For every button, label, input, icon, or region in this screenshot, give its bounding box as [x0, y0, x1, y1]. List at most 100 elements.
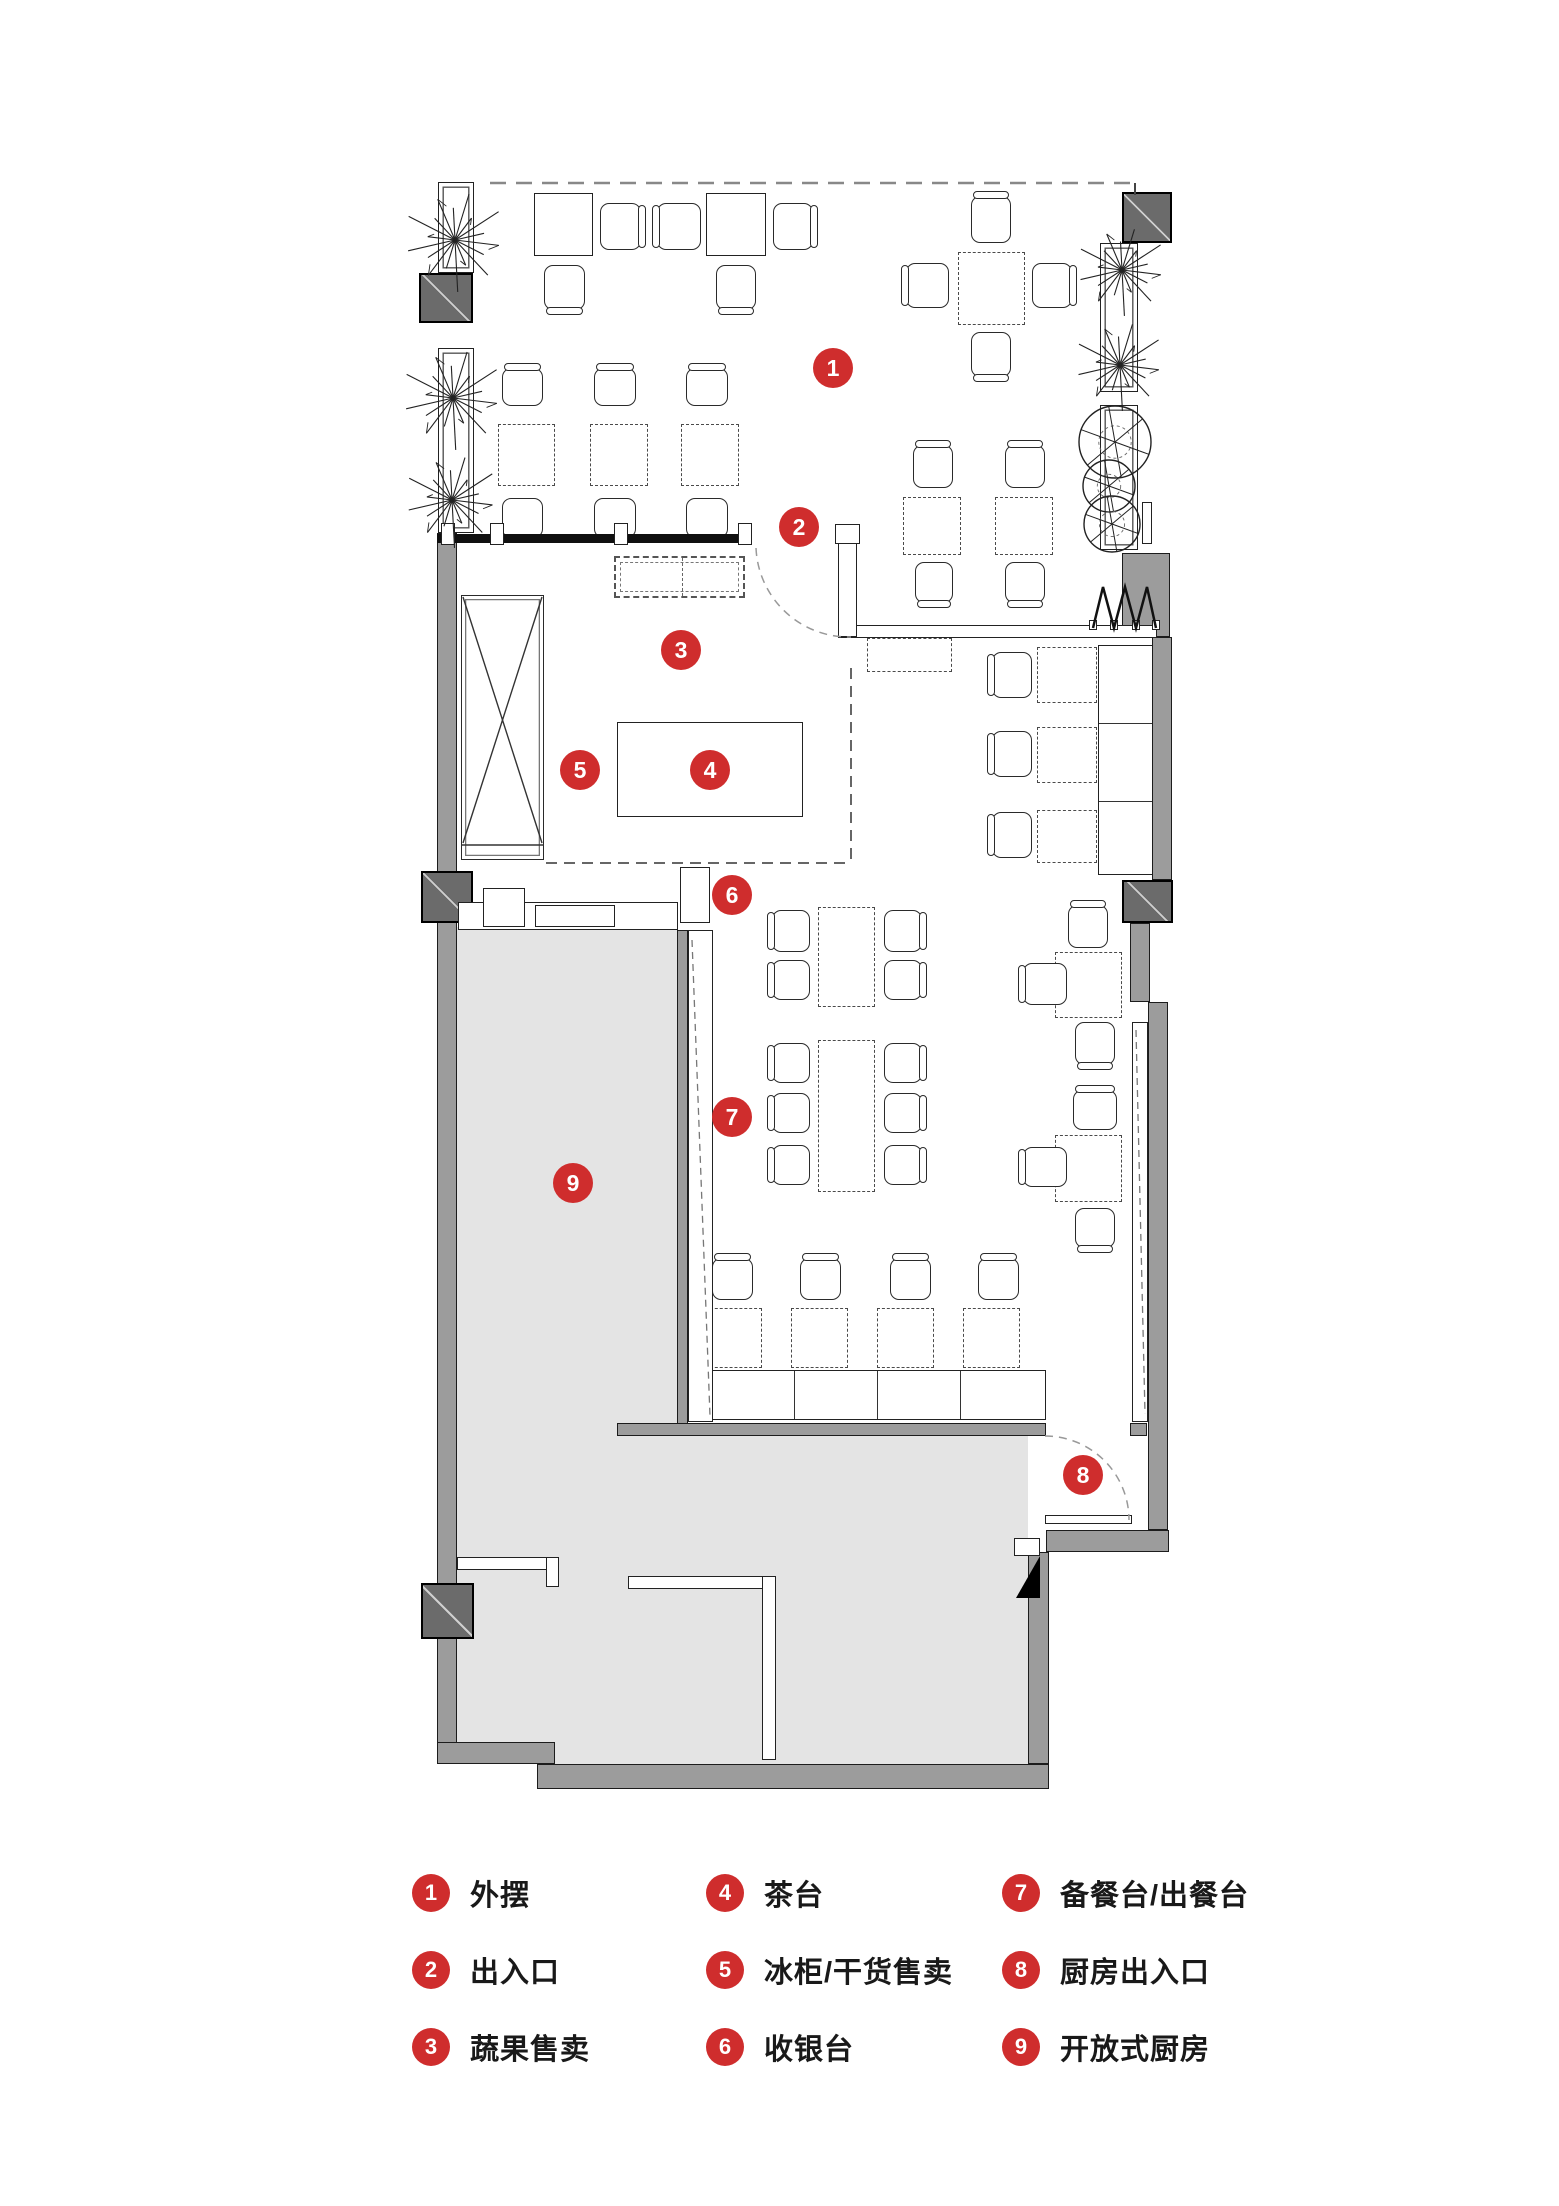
legend-label-7: 备餐台/出餐台 [1060, 1880, 1250, 1912]
dining-chair [884, 960, 927, 1000]
dining-chair [767, 1145, 810, 1185]
outdoor-table [958, 252, 1025, 325]
dining-chair [1068, 900, 1108, 948]
column-4 [1122, 880, 1173, 923]
outdoor-chair [971, 332, 1011, 382]
column-5 [421, 1583, 474, 1639]
terrace-chair [913, 440, 953, 488]
dining-chair [712, 1253, 753, 1300]
dining-chair [1018, 963, 1067, 1005]
legend-item-6: 6 收银台 [706, 2026, 854, 2068]
dining-chair [884, 910, 927, 952]
communal-table [818, 907, 875, 1007]
legend-number-6: 6 [706, 2028, 744, 2066]
wall-step [1046, 1530, 1169, 1552]
dining-chair [987, 812, 1032, 858]
dining-chair [767, 960, 810, 1000]
outdoor-chair [1032, 263, 1077, 308]
terrace-chair [1005, 562, 1045, 608]
wall-right-mid [1130, 923, 1150, 1002]
dining-chair [884, 1043, 927, 1083]
kitchen-partition [546, 1557, 559, 1587]
outdoor-chair [716, 265, 756, 315]
terrace-table [903, 497, 961, 555]
dining-table [877, 1308, 934, 1368]
legend-label-1: 外摆 [470, 1880, 531, 1912]
wall-right-lower [1148, 1002, 1168, 1530]
legend-label-4: 茶台 [764, 1880, 825, 1912]
storefront-glazing [437, 534, 752, 543]
outdoor-chair [901, 263, 949, 308]
outdoor-table [590, 424, 648, 486]
dining-table [867, 638, 952, 672]
outdoor-chair [544, 265, 585, 315]
dining-table [1037, 647, 1097, 703]
outdoor-chair [594, 363, 636, 406]
kitchen-partition [762, 1576, 776, 1760]
legend-item-1: 1 外摆 [412, 1872, 530, 1914]
wall-dining-bottom [617, 1423, 1046, 1436]
kitchen-floor [546, 1742, 1028, 1764]
wall-bottom [537, 1764, 1049, 1789]
hose-box [1014, 1538, 1040, 1556]
dining-chair [1018, 1147, 1067, 1187]
communal-table [818, 1040, 875, 1192]
kitchen-top-counter [535, 905, 615, 927]
wall-kitchen-left [677, 930, 688, 1424]
dining-table [705, 1308, 762, 1368]
legend-item-7: 7 备餐台/出餐台 [1002, 1872, 1249, 1914]
legend-number-7: 7 [1002, 1874, 1040, 1912]
outdoor-table [534, 193, 593, 256]
legend-number-1: 1 [412, 1874, 450, 1912]
legend-number-9: 9 [1002, 2028, 1040, 2066]
outdoor-table [498, 424, 555, 486]
legend-label-2: 出入口 [470, 1957, 561, 1989]
fruit-display [614, 556, 745, 598]
outdoor-table [706, 193, 766, 256]
legend-item-4: 4 茶台 [706, 1872, 824, 1914]
outdoor-chair [600, 203, 646, 250]
legend-number-4: 4 [706, 1874, 744, 1912]
dining-chair [800, 1253, 841, 1300]
legend-number-8: 8 [1002, 1951, 1040, 1989]
storefront-mullion [738, 523, 752, 545]
dining-chair [987, 731, 1032, 777]
dining-chair [767, 910, 810, 952]
legend-item-9: 9 开放式厨房 [1002, 2026, 1210, 2068]
dining-chair [987, 652, 1032, 698]
terrace-chair [1005, 440, 1045, 488]
dining-chair [1075, 1208, 1115, 1253]
dining-chair [1073, 1085, 1117, 1130]
dining-chair [1075, 1022, 1115, 1070]
storefront-mullion [490, 523, 504, 545]
outdoor-chair [502, 363, 543, 406]
dining-chair [890, 1253, 931, 1300]
dining-chair [884, 1093, 927, 1133]
dining-chair [978, 1253, 1019, 1300]
legend-label-9: 开放式厨房 [1060, 2034, 1211, 2066]
window-frame [1142, 502, 1152, 544]
wall-right-upper [1152, 637, 1172, 880]
legend-label-5: 冰柜/干货售卖 [764, 1957, 954, 1989]
terrace-chair [915, 562, 953, 608]
dining-table [963, 1308, 1020, 1368]
legend-label-3: 蔬果售卖 [470, 2034, 591, 2066]
storefront-mullion [614, 523, 628, 545]
legend-item-3: 3 蔬果售卖 [412, 2026, 590, 2068]
outdoor-chair [652, 203, 701, 250]
dining-table [1037, 727, 1097, 783]
legend-label-6: 收银台 [764, 2034, 855, 2066]
outdoor-chair [773, 203, 818, 250]
dining-table [1037, 810, 1097, 863]
wall-stub [1130, 1423, 1147, 1436]
outdoor-table [681, 424, 739, 486]
legend-number-3: 3 [412, 2028, 450, 2066]
terrace-table [995, 497, 1053, 555]
dining-chair [767, 1093, 810, 1133]
bench-seat [703, 1370, 1046, 1420]
